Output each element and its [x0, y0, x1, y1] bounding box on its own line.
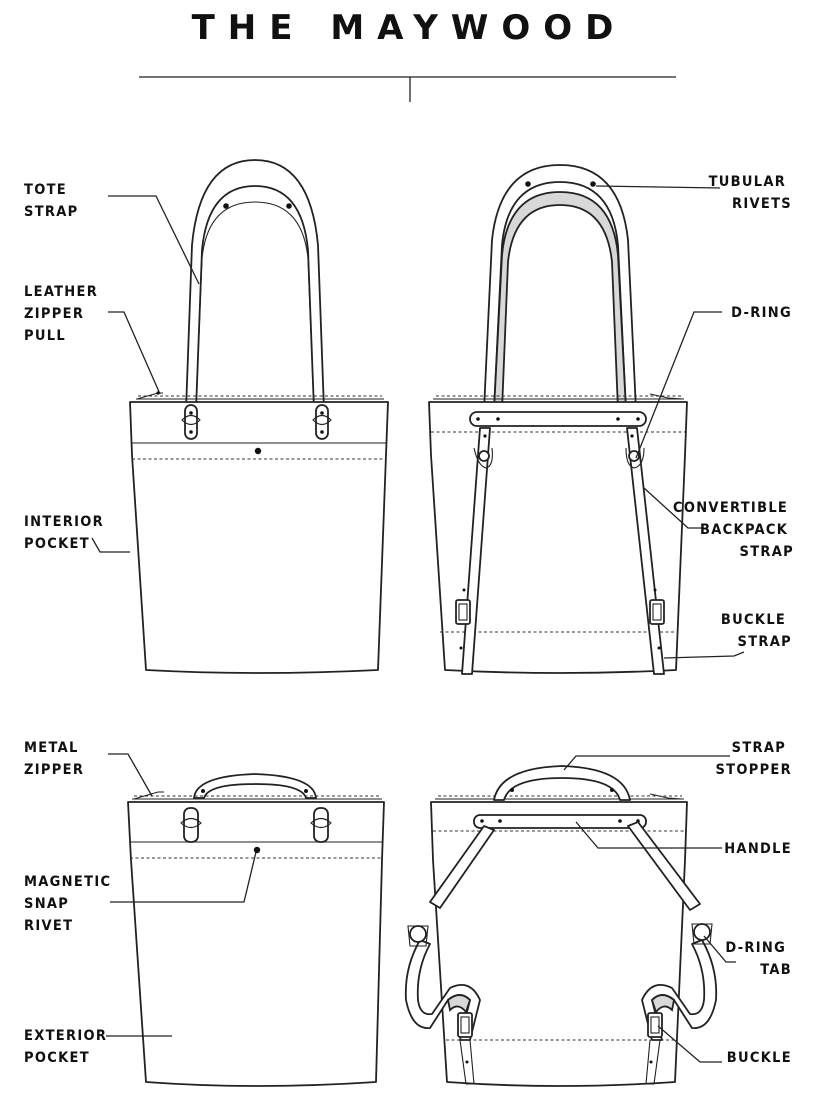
- label-leather-zipper-pull: LEATHER ZIPPER PULL: [24, 284, 104, 344]
- label-strap-stopper: STRAP STOPPER: [715, 740, 792, 778]
- title-divider: [139, 76, 676, 102]
- label-magnetic-snap-rivet: MAGNETIC SNAP RIVET: [24, 874, 117, 934]
- leader-handle: [575, 821, 722, 849]
- leader-d-ring-tab: [703, 935, 736, 963]
- leader-interior-pocket: [91, 537, 130, 553]
- bag-tote-front: [129, 159, 389, 674]
- leader-backpack-strap: [643, 487, 704, 529]
- callout-labels: TOTE STRAP LEATHER ZIPPER PULL INTERIOR …: [24, 174, 794, 1066]
- bag-backpack-back: [404, 765, 718, 1087]
- leader-d-ring: [635, 311, 722, 459]
- bag-tote-back: [428, 164, 688, 675]
- leader-tote-strap: [108, 195, 200, 285]
- label-interior-pocket: INTERIOR POCKET: [24, 514, 110, 552]
- label-convertible-backpack-strap: CONVERTIBLE BACKPACK STRAP: [673, 500, 794, 560]
- bag-backpack-front: [127, 773, 385, 1087]
- leader-lines: [91, 185, 745, 1063]
- leader-buckle: [657, 1025, 722, 1063]
- label-tubular-rivets: TUBULAR RIVETS: [709, 174, 792, 212]
- label-d-ring: D-RING: [731, 305, 792, 321]
- label-buckle: BUCKLE: [727, 1050, 792, 1066]
- label-buckle-strap: BUCKLE STRAP: [721, 612, 792, 650]
- leader-metal-zipper: [108, 753, 153, 797]
- label-d-ring-tab: D-RING TAB: [725, 940, 792, 978]
- leader-strap-stopper: [563, 755, 730, 771]
- leader-zipper-pull: [108, 311, 161, 395]
- leader-magnetic-snap: [110, 851, 257, 903]
- label-tote-strap: TOTE STRAP: [24, 182, 79, 220]
- page-title: THE MAYWOOD: [191, 8, 627, 48]
- leader-tubular-rivets: [595, 185, 721, 189]
- leader-buckle-strap: [663, 651, 745, 659]
- label-handle: HANDLE: [724, 841, 792, 857]
- label-exterior-pocket: EXTERIOR POCKET: [24, 1028, 113, 1066]
- label-metal-zipper: METAL ZIPPER: [24, 740, 84, 778]
